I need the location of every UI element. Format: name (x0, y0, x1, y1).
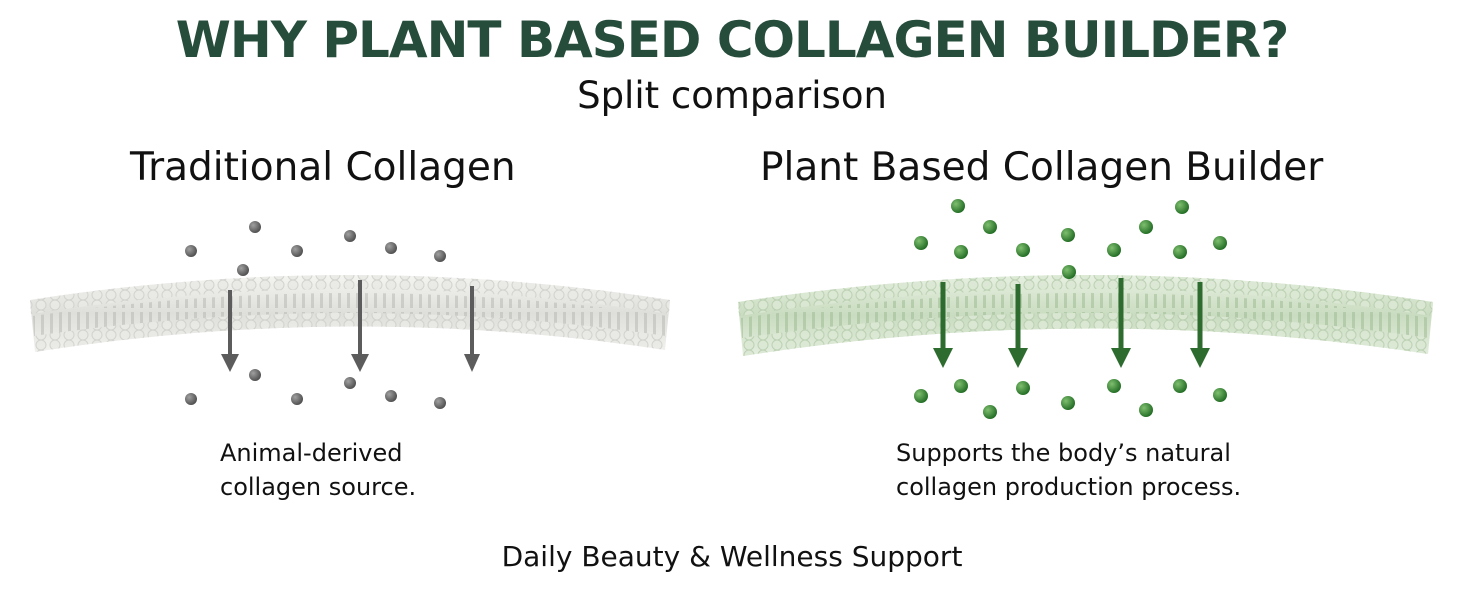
right-caption-line: collagen production process. (896, 473, 1242, 501)
left-caption-line: Animal-derived (220, 439, 403, 467)
membrane-gray-icon (30, 221, 670, 409)
left-caption: Animal-derived collagen source. (220, 436, 640, 504)
left-heading: Traditional Collagen (130, 145, 516, 190)
right-heading: Plant Based Collagen Builder (760, 145, 1324, 190)
membrane-green-icon (738, 199, 1433, 419)
left-caption-line: collagen source. (220, 473, 417, 501)
right-caption-line: Supports the body’s natural (896, 439, 1231, 467)
right-caption: Supports the body’s natural collagen pro… (896, 436, 1346, 504)
page-title: WHY PLANT BASED COLLAGEN BUILDER? (175, 11, 1289, 69)
page-subtitle: Split comparison (577, 74, 887, 117)
footer-tagline: Daily Beauty & Wellness Support (501, 540, 963, 573)
